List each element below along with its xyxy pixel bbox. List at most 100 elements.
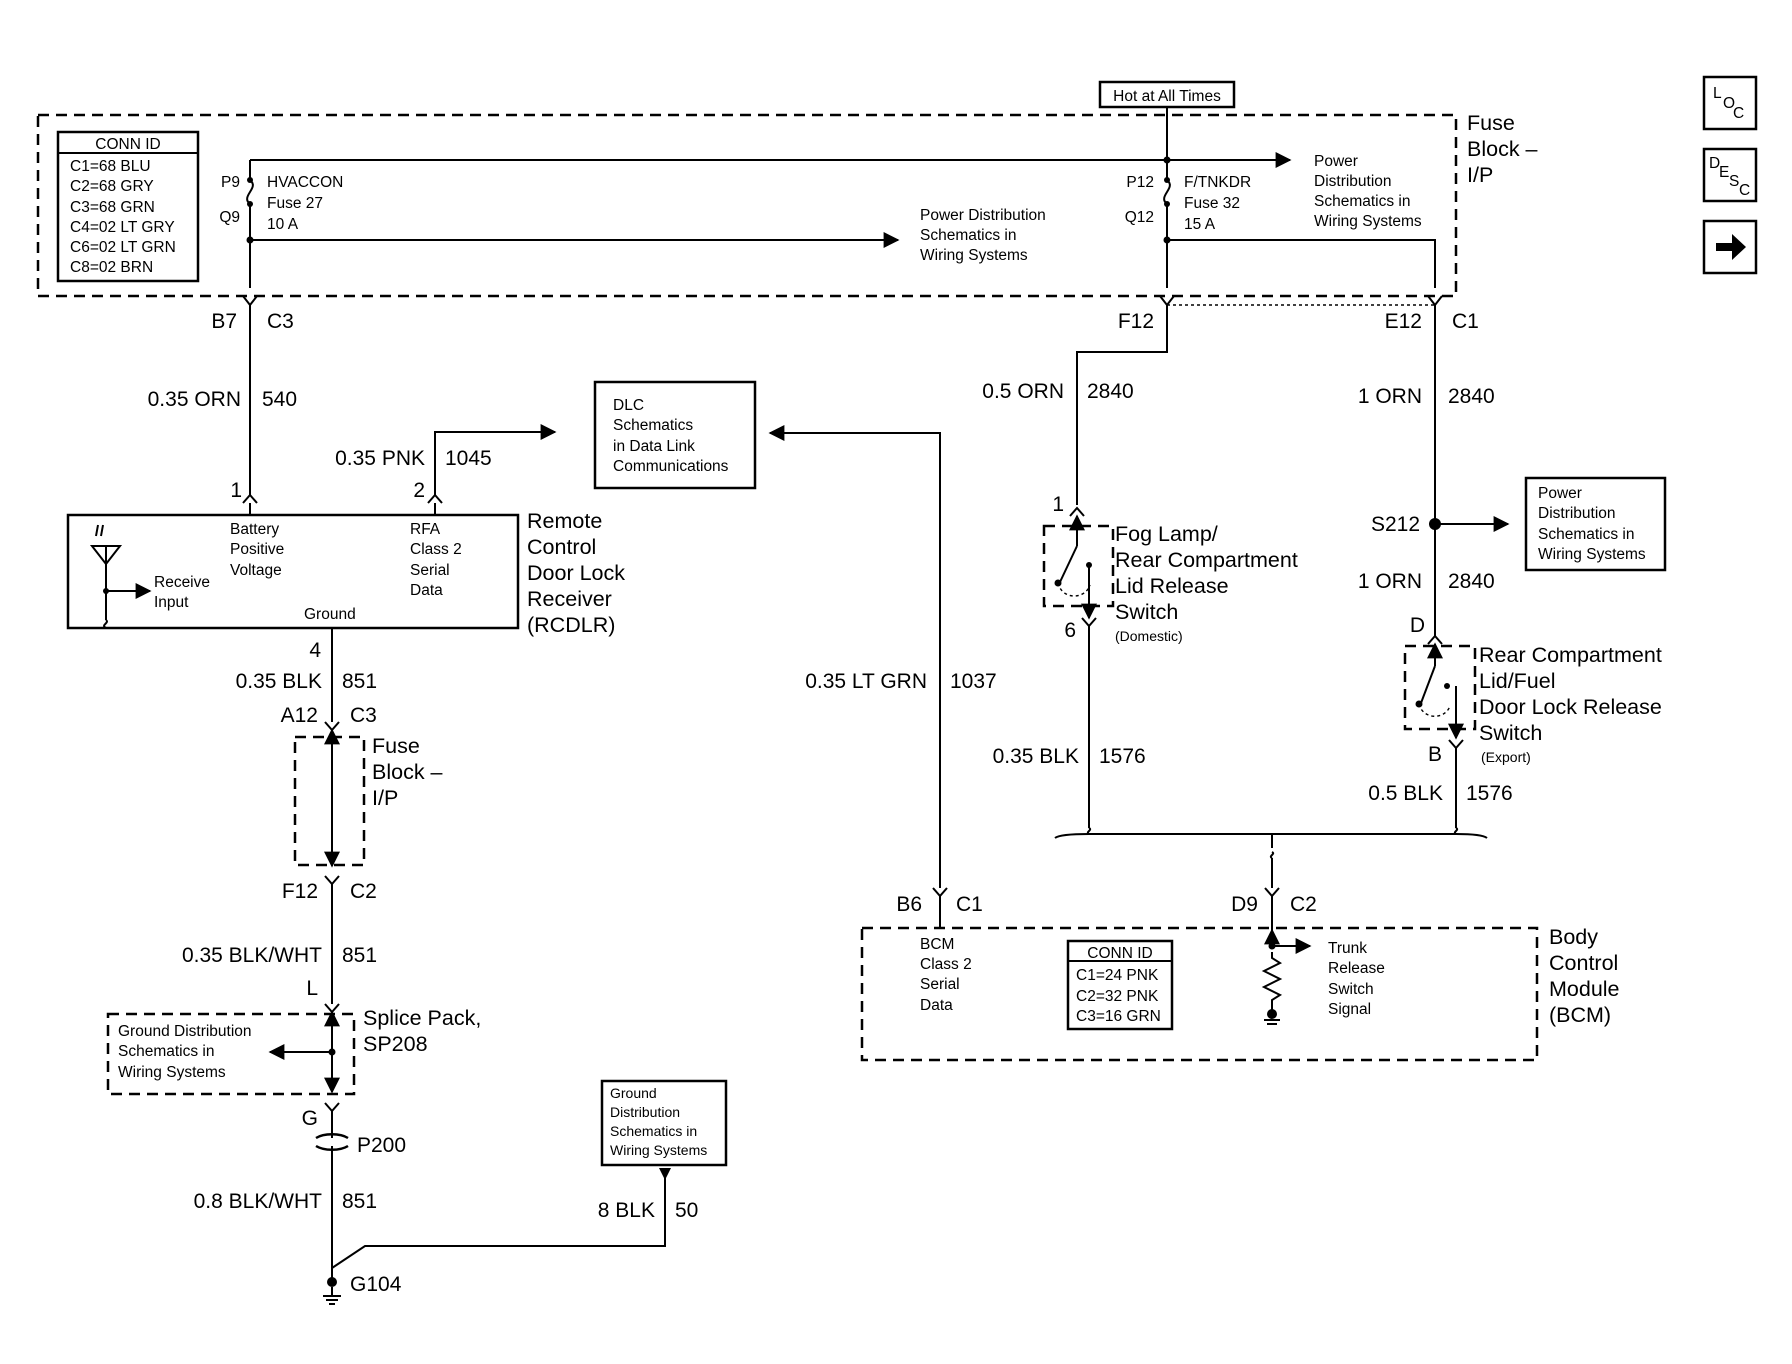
description-button[interactable]: D E S C <box>1702 147 1758 203</box>
bcm-trunk-label: Trunk <box>1328 940 1367 957</box>
wire-2840b-circuit: 2840 <box>1448 385 1495 408</box>
bcm-conn-id-row: C3=16 GRN <box>1076 1008 1161 1025</box>
bcm-conn-id-row: C2=32 PNK <box>1076 988 1159 1005</box>
rcdlr-title: Remote <box>527 509 602 533</box>
rear-switch-title: Lid/Fuel <box>1479 669 1556 693</box>
fuse-block-lower-title: Block – <box>372 760 443 784</box>
rear-switch-variant: (Export) <box>1481 749 1531 765</box>
rcdlr-title: Control <box>527 535 596 559</box>
pin-f12: F12 <box>1118 310 1154 333</box>
conn-id-table-top: CONN ID C1=68 BLU C2=68 GRY C3=68 GRN C4… <box>56 130 200 283</box>
wire-851-lower-circuit: 851 <box>342 1190 377 1213</box>
dlc-line: DLC <box>613 397 644 414</box>
dlc-line: Communications <box>613 458 729 475</box>
fuse-32: P12 Q12 F/TNKDR Fuse 32 15 A <box>1125 160 1436 288</box>
rcdlr-pin-4: 4 <box>309 639 321 662</box>
ground-g104: G104 <box>323 1273 402 1305</box>
fog-switch-pin-1: 1 <box>1052 493 1064 516</box>
conn-c2: C2 <box>1290 893 1317 916</box>
pin-b7: B7 <box>211 310 237 333</box>
bcm-conn-id-row: C1=24 PNK <box>1076 967 1159 984</box>
desc-letter-c: C <box>1739 182 1750 199</box>
conn-id-row: C8=02 BRN <box>70 259 153 276</box>
connector-f12-c2: F12 C2 <box>282 875 377 903</box>
pd-s212-line: Distribution <box>1538 505 1616 522</box>
fuse-27-in-pin: P9 <box>221 174 240 191</box>
bcm-trunk-label: Signal <box>1328 1001 1371 1018</box>
fuse-32-amps: 15 A <box>1184 216 1216 233</box>
fuse-32-in-pin: P12 <box>1126 174 1154 191</box>
next-page-button[interactable] <box>1702 219 1758 275</box>
wire-851-circuit: 851 <box>342 670 377 693</box>
rcdlr-pin-2: 2 <box>413 479 425 502</box>
bcm-serial-label: Data <box>920 997 953 1014</box>
fuse-27-out-pin: Q9 <box>219 209 240 226</box>
splice-pack-sp208: L Ground Distribution Schematics in Wiri… <box>106 977 481 1130</box>
wire-851-mid-circuit: 851 <box>342 944 377 967</box>
wire-50-circuit: 50 <box>675 1199 698 1222</box>
pd-s212-line: Power <box>1538 485 1582 502</box>
conn-id-row: C4=02 LT GRY <box>70 219 175 236</box>
gd-line: Distribution <box>610 1104 680 1120</box>
loc-letter-c: C <box>1733 105 1744 122</box>
bcm-title: (BCM) <box>1549 1003 1611 1027</box>
conn-id-table-bcm: CONN ID C1=24 PNK C2=32 PNK C3=16 GRN <box>1066 939 1174 1031</box>
fuse-block-lower: Fuse Block – I/P <box>293 728 443 868</box>
splice-s212: S212 <box>1371 513 1510 536</box>
dlc-line: in Data Link <box>613 438 695 455</box>
pd-right-line: Wiring Systems <box>1314 213 1422 230</box>
fuse-27-name: HVACCON <box>267 174 343 191</box>
fuse-block-top: Fuse Block – I/P Hot at All Times CONN I… <box>36 80 1538 298</box>
rear-switch-title: Switch <box>1479 721 1542 745</box>
fuse-block-title-2: Block – <box>1467 137 1538 161</box>
pd-s212-box[interactable]: Power Distribution Schematics in Wiring … <box>1524 476 1667 572</box>
rcdlr-module: 1 2 Receive Input Battery Positive Volta… <box>66 479 625 662</box>
rcdlr-pin-1: 1 <box>230 479 242 502</box>
wire-2840b-size: 1 ORN <box>1358 385 1422 408</box>
wire-2840-circuit: 2840 <box>1087 380 1134 403</box>
conn-c3: C3 <box>267 310 294 333</box>
rear-switch-title: Door Lock Release <box>1479 695 1662 719</box>
splice-gd-line: Wiring Systems <box>118 1064 226 1081</box>
fog-switch-variant: (Domestic) <box>1115 628 1183 644</box>
pd-mid-line: Power Distribution <box>920 207 1046 224</box>
fog-switch-pin-6: 6 <box>1064 619 1076 642</box>
bcm-serial-label: BCM <box>920 936 954 953</box>
splice-pack-pin-l: L <box>306 977 318 1000</box>
gd-line: Ground <box>610 1085 657 1101</box>
wire-1037-size: 0.35 LT GRN <box>805 670 927 693</box>
connector-e12-c1: E12 C1 <box>1385 295 1479 333</box>
pd-mid-line: Schematics in <box>920 227 1016 244</box>
conn-c1: C1 <box>956 893 983 916</box>
bcm-serial-label: Serial <box>920 976 960 993</box>
fuse-block-title-3: I/P <box>1467 163 1493 187</box>
fuse-27: P9 Q9 HVACCON Fuse 27 10 A <box>219 160 900 288</box>
conn-id-title: CONN ID <box>95 136 160 153</box>
pin-a12: A12 <box>281 704 318 727</box>
bcm-serial-label: Class 2 <box>920 956 972 973</box>
pin-d9: D9 <box>1231 893 1258 916</box>
rcdlr-battery-label: Positive <box>230 541 284 558</box>
desc-letter-d: D <box>1709 155 1720 172</box>
wire-851-mid-size: 0.35 BLK/WHT <box>182 944 322 967</box>
location-button[interactable]: L O C <box>1702 75 1758 131</box>
bcm-trunk-label: Switch <box>1328 981 1374 998</box>
p200-label: P200 <box>357 1134 406 1157</box>
fuse-27-amps: 10 A <box>267 216 299 233</box>
dlc-reference-box[interactable]: DLC Schematics in Data Link Communicatio… <box>593 380 757 490</box>
conn-id-row: C2=68 GRY <box>70 178 154 195</box>
wire-50-size: 8 BLK <box>598 1199 655 1222</box>
wire-540-size: 0.35 ORN <box>148 388 241 411</box>
loc-letter-o: O <box>1723 95 1735 112</box>
pd-right-line: Power <box>1314 153 1358 170</box>
fuse-block-lower-title: Fuse <box>372 734 420 758</box>
wire-50: 8 BLK 50 <box>331 1168 698 1269</box>
rear-switch-title: Rear Compartment <box>1479 643 1662 667</box>
wire-2840-fog: 0.5 ORN 2840 <box>982 305 1168 505</box>
splice-gd-line: Ground Distribution <box>118 1023 252 1040</box>
fuse-32-label: Fuse 32 <box>1184 195 1240 212</box>
fog-switch-title: Switch <box>1115 600 1178 624</box>
splice-pack-pin-g: G <box>302 1107 318 1130</box>
ground-distribution-box[interactable]: Ground Distribution Schematics in Wiring… <box>600 1079 728 1167</box>
